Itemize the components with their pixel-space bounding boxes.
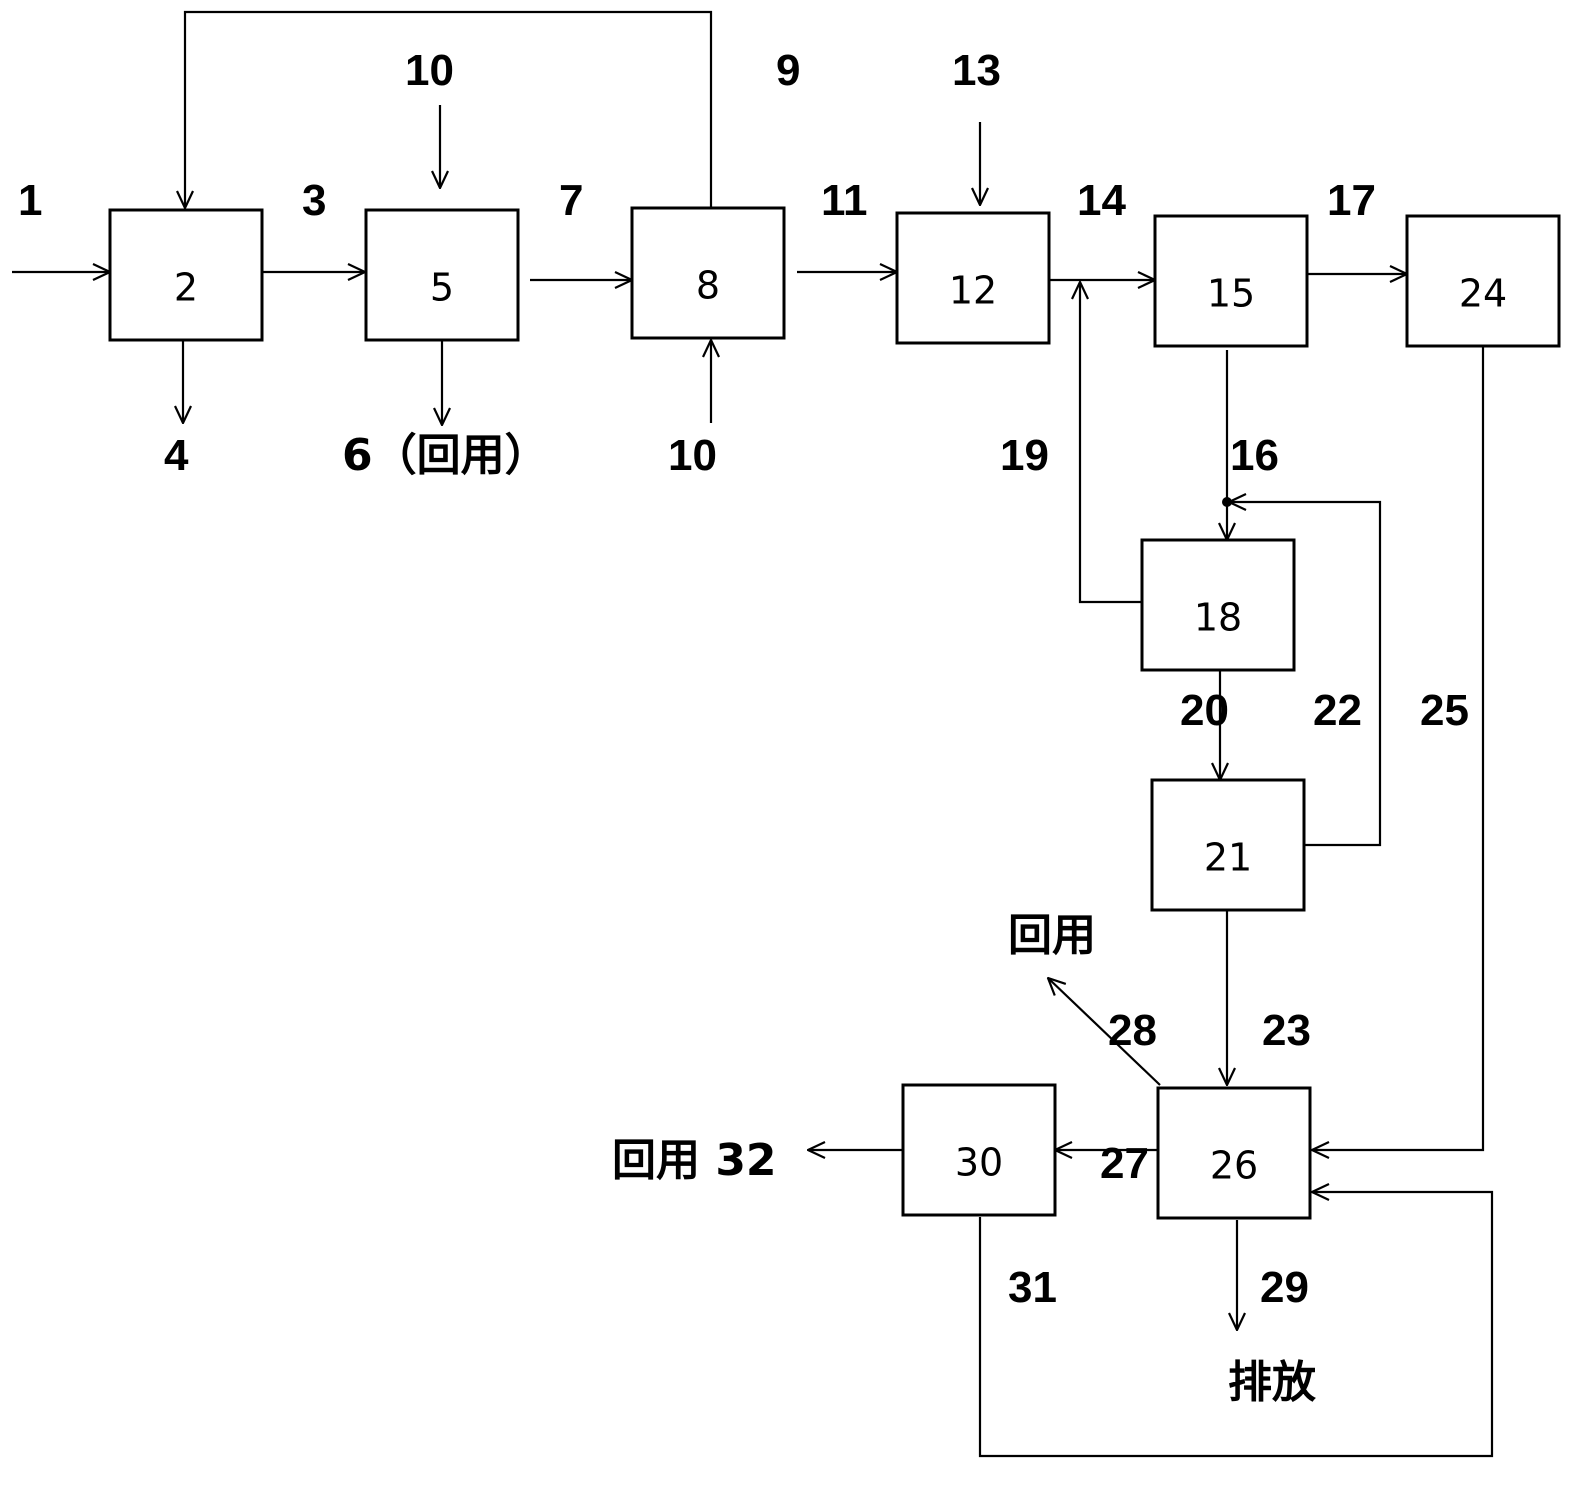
- unit-18-label: 18: [1194, 596, 1242, 640]
- stream-20-label: 20: [1180, 686, 1229, 735]
- discharge-29-label: 排放: [1228, 1357, 1316, 1408]
- stream-11-label: 11: [821, 176, 868, 225]
- reuse-32-label: 回用 32: [612, 1135, 777, 1186]
- unit-30-label: 30: [955, 1141, 1003, 1185]
- unit-8-label: 8: [696, 264, 720, 308]
- stream-28-label: 28: [1108, 1006, 1157, 1055]
- stream-31-label: 31: [1008, 1263, 1057, 1312]
- stream-1-label: 1: [18, 176, 42, 225]
- unit-21-label: 21: [1204, 836, 1252, 880]
- unit-26-label: 26: [1210, 1144, 1258, 1188]
- stream-28-arrow: [1048, 978, 1161, 1086]
- unit-15: 15: [1153, 214, 1309, 348]
- unit-8: 8: [630, 206, 786, 340]
- stream-7-label: 7: [559, 176, 583, 225]
- reuse-28-label: 回用: [1008, 910, 1096, 961]
- stream-10-bottom-label: 10: [668, 431, 717, 480]
- unit-15-label: 15: [1207, 272, 1255, 316]
- unit-5-label: 5: [430, 266, 454, 310]
- stream-27-label: 27: [1100, 1139, 1149, 1188]
- stream-9-recycle-line: [185, 10, 713, 208]
- stream-9-label: 9: [776, 46, 800, 95]
- unit-18: 18: [1140, 538, 1296, 672]
- unit-24: 24: [1405, 214, 1561, 348]
- stream-17-label: 17: [1327, 176, 1376, 225]
- unit-12-label: 12: [949, 269, 997, 313]
- unit-24-label: 24: [1459, 272, 1507, 316]
- stream-13-label: 13: [952, 46, 1001, 95]
- stream-19-return-line: [1080, 282, 1145, 604]
- unit-2: 2: [108, 208, 264, 342]
- stream-6-label: 6（回用）: [342, 430, 549, 481]
- unit-5: 5: [364, 208, 520, 342]
- stream-3-label: 3: [302, 176, 326, 225]
- unit-26: 26: [1156, 1086, 1312, 1220]
- stream-16-label: 16: [1230, 431, 1279, 480]
- stream-10-top-label: 10: [405, 46, 454, 95]
- stream-31-recycle-line: [978, 1192, 1494, 1458]
- stream-4-label: 4: [164, 431, 189, 480]
- stream-25-label: 25: [1420, 686, 1469, 735]
- stream-23-label: 23: [1262, 1006, 1311, 1055]
- stream-29-label: 29: [1260, 1263, 1309, 1312]
- unit-2-label: 2: [174, 266, 198, 310]
- unit-21: 21: [1150, 778, 1306, 912]
- stream-22-recycle-line: [1229, 502, 1382, 847]
- unit-30: 30: [901, 1083, 1057, 1217]
- stream-14-label: 14: [1077, 176, 1126, 225]
- unit-12: 12: [895, 211, 1051, 345]
- stream-25-line: [1312, 347, 1485, 1150]
- stream-19-label: 19: [1000, 431, 1049, 480]
- stream-22-label: 22: [1313, 686, 1362, 735]
